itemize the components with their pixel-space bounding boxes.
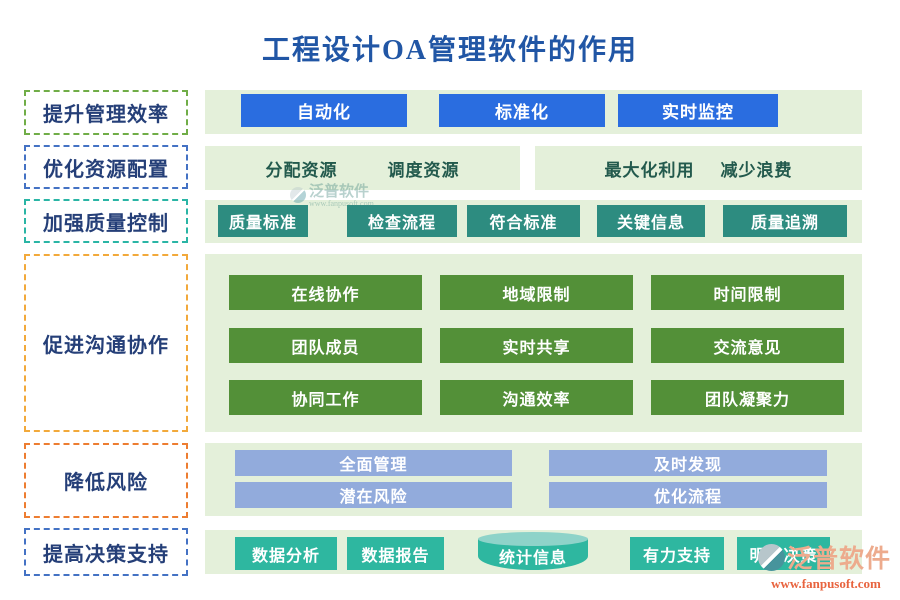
section-label-resource-allocation: 优化资源配置 [24, 145, 188, 189]
chip-process-optimization: 优化流程 [549, 482, 827, 508]
chip-meet-standard: 符合标准 [467, 205, 580, 237]
chip-realtime-sharing: 实时共享 [440, 328, 633, 363]
chip-inspection-process: 检查流程 [347, 205, 457, 237]
text-allocate-resources: 分配资源 [265, 160, 338, 180]
fanpu-logo-icon [758, 543, 785, 571]
chip-quality-standard: 质量标准 [218, 205, 308, 237]
chip-time-limit: 时间限制 [651, 275, 844, 310]
chip-online-collaboration: 在线协作 [229, 275, 422, 310]
page-title: 工程设计OA管理软件的作用 [261, 35, 638, 66]
band-resource-right: 最大化利用 减少浪费 [535, 146, 862, 190]
chip-region-limit: 地域限制 [440, 275, 633, 310]
chip-standardization: 标准化 [439, 94, 605, 127]
band-quality: 质量标准 检查流程 符合标准 关键信息 质量追溯 [205, 200, 862, 243]
chip-team-cohesion: 团队凝聚力 [651, 380, 844, 415]
chip-potential-risk: 潜在风险 [235, 482, 512, 508]
chip-exchange-opinions: 交流意见 [651, 328, 844, 363]
chip-team-members: 团队成员 [229, 328, 422, 363]
brand-logo: 泛普软件 www.fanpusoft.com [758, 539, 894, 592]
chip-automation: 自动化 [241, 94, 407, 127]
section-label-efficiency: 提升管理效率 [24, 90, 188, 135]
brand-name: 泛普软件 [787, 546, 892, 573]
chip-quality-traceability: 质量追溯 [723, 205, 847, 237]
band-efficiency: 自动化 标准化 实时监控 [205, 90, 862, 134]
text-schedule-resources: 调度资源 [387, 160, 460, 180]
section-label-quality-control: 加强质量控制 [24, 199, 188, 243]
chip-strong-support: 有力支持 [630, 537, 724, 570]
band-decision: 数据分析 数据报告 统计信息 有力支持 明智决策 [205, 530, 862, 574]
chip-collaborative-work: 协同工作 [229, 380, 422, 415]
chip-realtime-monitoring: 实时监控 [618, 94, 778, 127]
chip-comprehensive-management: 全面管理 [235, 450, 512, 476]
band-communication: 在线协作 地域限制 时间限制 团队成员 实时共享 交流意见 协同工作 沟通效率 … [205, 254, 862, 432]
band-resource-left: 分配资源 调度资源 [205, 146, 520, 190]
chip-key-information: 关键信息 [597, 205, 705, 237]
brand-url: www.fanpusoft.com [771, 576, 881, 591]
band-risk: 全面管理 及时发现 潜在风险 优化流程 [205, 443, 862, 516]
section-label-risk-reduction: 降低风险 [24, 443, 188, 518]
chip-data-report: 数据报告 [347, 537, 444, 570]
text-maximize-utilization: 最大化利用 [604, 160, 695, 180]
chip-statistics-cylinder: 统计信息 [478, 532, 588, 572]
cylinder-top-ellipse [478, 532, 588, 546]
section-label-decision-support: 提高决策支持 [24, 528, 188, 576]
text-reduce-waste: 减少浪费 [720, 160, 793, 180]
section-label-communication: 促进沟通协作 [24, 254, 188, 432]
chip-statistics-label: 统计信息 [498, 550, 567, 567]
chip-data-analysis: 数据分析 [235, 537, 337, 570]
chip-communication-efficiency: 沟通效率 [440, 380, 633, 415]
chip-timely-detection: 及时发现 [549, 450, 827, 476]
